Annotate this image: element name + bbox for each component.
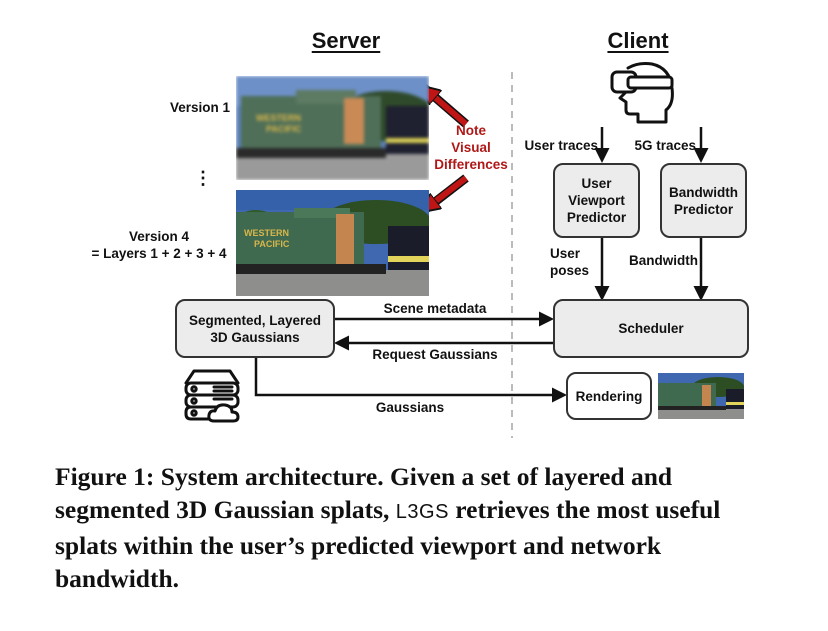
annotation-line-1: Note — [456, 123, 486, 138]
gaussians-label: Gaussians — [375, 400, 445, 415]
vr-headset-head-icon — [608, 60, 676, 126]
visual-differences-annotation: Note Visual Differences — [428, 122, 514, 173]
svg-text:WESTERN: WESTERN — [256, 113, 301, 123]
version-4-render-image: WESTERN PACIFIC — [236, 190, 429, 296]
annotation-line-3: Differences — [434, 157, 508, 172]
diagram-connectors — [254, 72, 709, 438]
request-gaussians-label: Request Gaussians — [372, 347, 498, 362]
viewport-predictor-line-2: Viewport — [568, 193, 625, 208]
bandwidth-predictor-line-2: Predictor — [673, 201, 734, 217]
version-4-label: Version 4 = Layers 1 + 2 + 3 + 4 — [80, 228, 238, 262]
user-viewport-predictor-box: User Viewport Predictor — [553, 163, 640, 238]
scheduler-box: Scheduler — [553, 299, 749, 358]
server-cloud-icon — [182, 367, 242, 425]
version-1-label: Version 1 — [169, 100, 231, 115]
caption-part-2: retrieves the most useful splats within … — [55, 495, 721, 593]
bandwidth-predictor-line-1: Bandwidth — [669, 184, 738, 200]
annotation-line-2: Visual — [451, 140, 491, 155]
user-poses-line-1: User — [550, 246, 581, 261]
viewport-predictor-line-3: Predictor — [566, 210, 627, 225]
figure-caption: Figure 1: System architecture. Given a s… — [55, 460, 785, 595]
gaussians-arrow — [254, 357, 567, 403]
user-poses-label: User poses — [550, 245, 598, 279]
server-header: Server — [311, 28, 381, 53]
caption-part-1: Figure 1: System architecture. Given a s… — [55, 462, 673, 524]
svg-text:WESTERN: WESTERN — [244, 228, 289, 238]
svg-text:PACIFIC: PACIFIC — [266, 124, 302, 134]
gaussians-box-line-1: Segmented, Layered — [188, 312, 322, 328]
version-1-render-image: WESTERN PACIFIC — [236, 76, 429, 180]
fiveg-traces-label: 5G traces — [634, 138, 696, 153]
user-poses-line-2: poses — [550, 263, 590, 278]
version-4-label-line1: Version 4 — [128, 229, 190, 244]
version-ellipsis: ⋮ — [194, 168, 212, 188]
segmented-layered-gaussians-box: Segmented, Layered 3D Gaussians — [175, 299, 335, 358]
bandwidth-predictor-box: Bandwidth Predictor — [660, 163, 747, 238]
user-traces-label: User traces — [524, 138, 598, 153]
version-4-label-line2: = Layers 1 + 2 + 3 + 4 — [91, 246, 227, 261]
rendering-box: Rendering — [566, 372, 652, 420]
svg-text:PACIFIC: PACIFIC — [254, 239, 290, 249]
client-header: Client — [607, 28, 669, 53]
bandwidth-label: Bandwidth — [629, 253, 698, 268]
viewport-predictor-line-1: User — [581, 176, 612, 191]
rendered-output-image — [658, 373, 744, 419]
scene-metadata-label: Scene metadata — [383, 301, 487, 316]
gaussians-box-line-2: 3D Gaussians — [210, 329, 300, 345]
caption-system-name: L3GS — [395, 501, 449, 523]
